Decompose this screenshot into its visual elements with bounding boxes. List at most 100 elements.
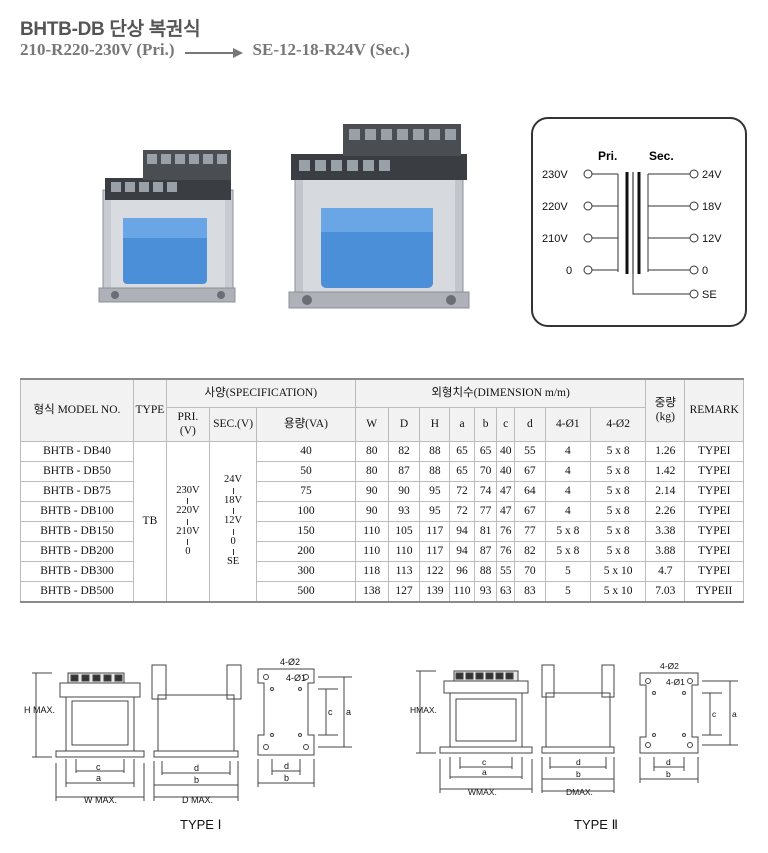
separator-dash: [232, 549, 234, 556]
tap-12v: 12V: [702, 233, 722, 245]
col-remark: REMARK: [684, 378, 744, 442]
cell-d: 87: [387, 461, 421, 482]
cell-p1: 5: [544, 581, 591, 603]
col-model: 형식 MODEL NO.: [20, 378, 134, 442]
cell-a: 65: [449, 461, 475, 482]
type1-dmax: D MAX.: [182, 795, 213, 805]
cell-a: 96: [449, 561, 475, 582]
separator-dash: [232, 487, 234, 494]
cell-h: 88: [419, 441, 451, 462]
cell-type: TB: [132, 441, 167, 603]
tap-se: SE: [702, 289, 717, 301]
cell-model: BHTB - DB50: [20, 461, 134, 482]
type2-dim-d: d: [666, 757, 671, 767]
voltage-spec: 210-R220-230V (Pri.) SE-12-18-R24V (Sec.…: [20, 40, 410, 60]
cell-h: 139: [419, 581, 451, 603]
cell-w: 118: [354, 561, 389, 582]
tap-24v: 24V: [702, 169, 722, 181]
cell-kg: 4.7: [645, 561, 686, 582]
cell-d: 55: [513, 441, 546, 462]
separator-dash: [187, 539, 189, 545]
col-phi2: 4-Ø2: [589, 407, 647, 442]
cell-model: BHTB - DB40: [20, 441, 134, 462]
cell-c: 47: [496, 501, 515, 522]
col-dimension: 외형치수(DIMENSION m/m): [354, 378, 647, 408]
type2-b: b: [576, 769, 581, 779]
cell-remark: TYPEI: [684, 501, 744, 522]
separator-dash: [187, 498, 189, 504]
cell-d: 110: [387, 541, 421, 562]
cell-p2: 5 x 10: [589, 581, 647, 603]
type2-label: TYPE Ⅱ: [574, 817, 618, 832]
tap-230v: 230V: [542, 169, 568, 181]
cell-capacity: 75: [256, 481, 356, 502]
type2-d: d: [576, 757, 581, 767]
type1-c: c: [96, 762, 101, 772]
cell-model: BHTB - DB500: [20, 581, 134, 603]
cell-b: 87: [473, 541, 498, 562]
cell-b: 70: [473, 461, 498, 482]
cell-p1: 5 x 8: [544, 521, 591, 542]
separator-dash: [232, 508, 234, 515]
col-pri: PRI. (V): [165, 407, 210, 442]
cell-p1: 4: [544, 461, 591, 482]
cell-c: 76: [496, 521, 515, 542]
primary-voltage: 210-R220-230V (Pri.): [20, 40, 175, 59]
col-a: a: [449, 407, 475, 442]
type1-phi2: 4-Ø2: [280, 657, 300, 667]
cell-kg: 3.38: [645, 521, 686, 542]
cell-c: 40: [496, 441, 515, 462]
cell-b: 93: [473, 581, 498, 603]
cell-sec-value: 12V: [224, 515, 243, 527]
col-c: c: [496, 407, 515, 442]
type2-phi2: 4-Ø2: [660, 661, 679, 671]
tap-210v: 210V: [542, 233, 568, 245]
cell-a: 72: [449, 481, 475, 502]
cell-remark: TYPEI: [684, 441, 744, 462]
cell-c: 47: [496, 481, 515, 502]
type1-d: d: [194, 763, 199, 773]
cell-p2: 5 x 8: [589, 541, 647, 562]
cell-pri-value: 220V: [176, 505, 200, 516]
cell-w: 110: [354, 541, 389, 562]
cell-p1: 4: [544, 481, 591, 502]
type1-dim-d: d: [284, 761, 289, 771]
arrow-right-icon: [184, 44, 243, 58]
cell-model: BHTB - DB100: [20, 501, 134, 522]
separator-dash: [232, 528, 234, 535]
cell-kg: 7.03: [645, 581, 686, 603]
cell-p1: 4: [544, 501, 591, 522]
type1-hmax: H MAX.: [24, 705, 55, 715]
cell-remark: TYPEI: [684, 541, 744, 562]
cell-capacity: 50: [256, 461, 356, 482]
cell-sec-value: 24V: [224, 474, 243, 486]
type2-wmax: WMAX.: [468, 787, 497, 797]
cell-model: BHTB - DB300: [20, 561, 134, 582]
cell-kg: 3.88: [645, 541, 686, 562]
cell-w: 80: [354, 461, 389, 482]
type1-dim-b: b: [284, 773, 289, 783]
cell-w: 90: [354, 501, 389, 522]
cell-h: 95: [419, 501, 451, 522]
cell-w: 80: [354, 441, 389, 462]
cell-p2: 5 x 8: [589, 461, 647, 482]
cell-model: BHTB - DB200: [20, 541, 134, 562]
page-title: BHTB-DB 단상 복권식: [20, 19, 201, 40]
cell-kg: 1.26: [645, 441, 686, 462]
type1-wmax: W MAX.: [84, 795, 117, 805]
cell-b: 88: [473, 561, 498, 582]
cell-d: 90: [387, 481, 421, 502]
cell-remark: TYPEI: [684, 521, 744, 542]
cell-d: 127: [387, 581, 421, 603]
cell-capacity: 40: [256, 441, 356, 462]
type2-drawing: HMAX. c a WMAX. d b DMAX. 4-Ø2 4-Ø1 c a …: [410, 661, 738, 832]
small-transformer-image: [98, 150, 236, 303]
wiring-schematic: Pri. Sec. 230V 220V 210V 0 24V 18V 12V 0…: [531, 117, 747, 327]
cell-w: 138: [354, 581, 389, 603]
cell-p1: 4: [544, 441, 591, 462]
type2-dim-a: a: [732, 709, 737, 719]
